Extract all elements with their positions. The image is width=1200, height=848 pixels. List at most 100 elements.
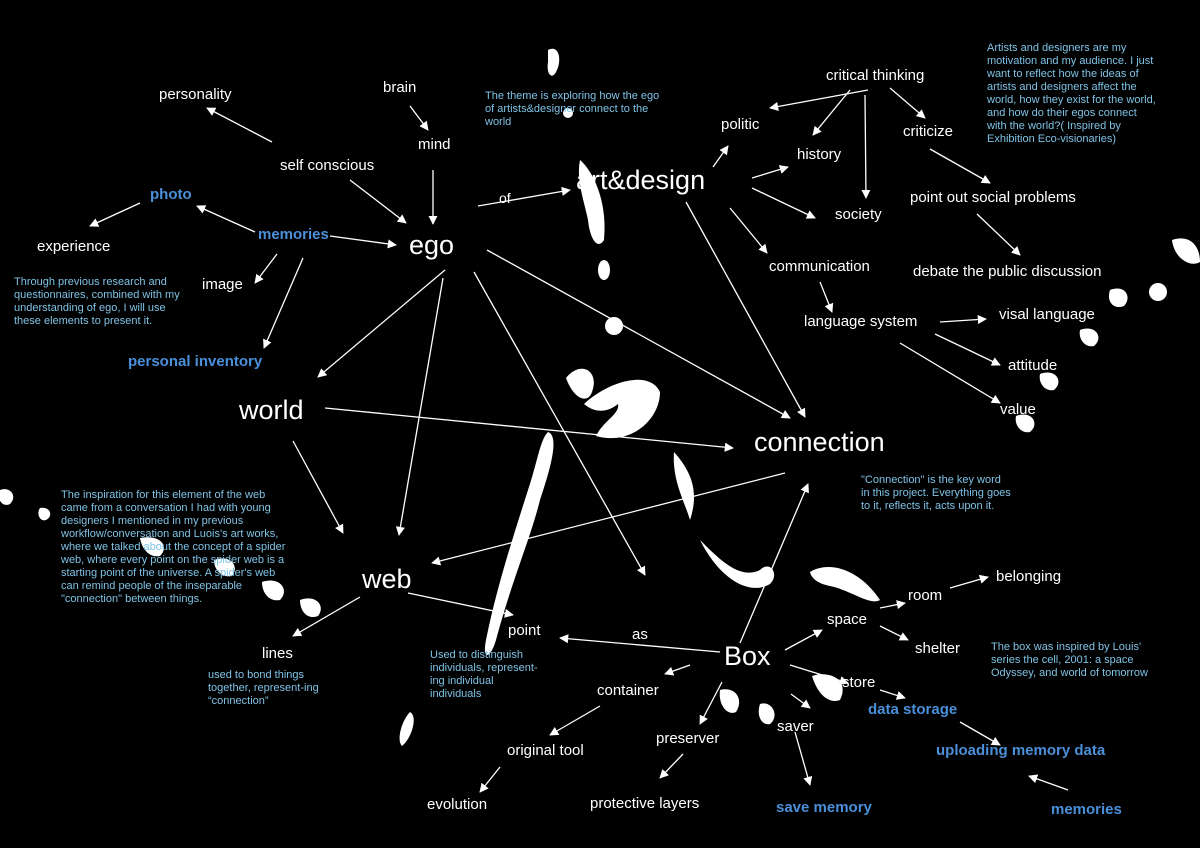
arrow: [769, 89, 869, 111]
arrow: [899, 342, 1001, 404]
node-protective-layers: protective layers: [590, 795, 700, 812]
arrow: [324, 407, 734, 452]
node-container: container: [597, 682, 659, 699]
node-point: point: [508, 622, 541, 639]
arrow: [739, 483, 809, 644]
node-box: Box: [724, 641, 771, 671]
arrow: [559, 634, 721, 653]
node-politic: politic: [721, 116, 760, 133]
node-critical-thinking: critical thinking: [826, 67, 925, 84]
node-room: room: [908, 587, 943, 604]
note-box: The box was inspired by Louis' series th…: [991, 641, 1148, 679]
arrow: [486, 249, 791, 419]
node-shelter: shelter: [915, 640, 961, 657]
arrow: [751, 165, 789, 179]
arrow: [784, 629, 823, 651]
node-value: value: [1000, 401, 1036, 418]
node-space: space: [827, 611, 868, 628]
arrow: [409, 105, 429, 131]
arrow: [959, 721, 1001, 746]
arrow: [812, 89, 851, 136]
arrow: [879, 625, 909, 641]
node-visal-language: visal language: [999, 306, 1095, 323]
arrow: [206, 107, 273, 143]
node-web: web: [362, 564, 412, 594]
node-language-system: language system: [804, 313, 918, 330]
arrow: [292, 596, 361, 637]
arrow: [431, 472, 786, 566]
node-save-memory: save memory: [776, 799, 872, 816]
arrow: [263, 257, 304, 349]
node-data-storage: data storage: [868, 701, 958, 718]
node-art-design: art&design: [576, 165, 706, 195]
node-communication: communication: [769, 258, 870, 275]
node-mind: mind: [418, 136, 451, 153]
arrow: [329, 235, 397, 249]
node-ego: ego: [409, 230, 455, 260]
node-original-tool: original tool: [507, 742, 584, 759]
note-point: Used to distinguish individuals, represe…: [430, 649, 538, 700]
arrow: [819, 281, 834, 313]
node-experience: experience: [37, 238, 111, 255]
node-point-out-social-problems: point out social problems: [910, 189, 1076, 206]
arrow: [929, 148, 991, 184]
arrow: [699, 681, 723, 725]
arrow: [790, 693, 811, 709]
arrow: [254, 253, 278, 284]
arrow: [549, 705, 601, 736]
arrow: [407, 592, 514, 618]
node-debate: debate the public discussion: [913, 263, 1102, 280]
node-criticize: criticize: [903, 123, 954, 140]
arrow: [794, 731, 813, 786]
arrow: [659, 753, 684, 779]
arrow: [664, 664, 691, 676]
arrow: [751, 187, 816, 219]
arrow: [949, 574, 989, 589]
node-belonging: belonging: [996, 568, 1062, 585]
arrow: [712, 145, 729, 168]
arrow-group: [89, 87, 1069, 793]
note-theme: The theme is exploring how the ego of ar…: [485, 90, 660, 128]
arrow: [934, 333, 1001, 366]
node-society: society: [835, 206, 882, 223]
node-store: store: [842, 674, 876, 691]
label-as: as: [632, 626, 648, 643]
label-of: of: [499, 190, 511, 206]
arrow: [685, 201, 806, 418]
arrow: [89, 202, 141, 227]
note-connection: "Connection" is the key word in this pro…: [861, 474, 1011, 512]
node-memories: memories: [258, 226, 329, 243]
arrow: [939, 314, 987, 325]
node-history: history: [797, 146, 842, 163]
arrow: [473, 271, 646, 576]
arrow: [976, 213, 1021, 256]
note-web: The inspiration for this element of the …: [61, 489, 286, 605]
arrow: [879, 689, 906, 700]
arrow: [479, 766, 501, 793]
arrow: [395, 277, 444, 536]
arrow: [292, 440, 344, 534]
node-uploading-memory-data: uploading memory data: [936, 742, 1106, 759]
node-attitude: attitude: [1008, 357, 1058, 374]
arrow: [317, 269, 446, 378]
arrow: [879, 600, 906, 610]
node-connection: connection: [754, 427, 885, 457]
node-world: world: [239, 395, 304, 425]
note-artists: Artists and designers are my motivation …: [987, 42, 1156, 145]
arrow: [349, 179, 407, 224]
arrow: [789, 664, 849, 685]
node-saver: saver: [777, 718, 814, 735]
arrow: [729, 207, 768, 254]
node-lines: lines: [262, 645, 293, 662]
arrow: [196, 205, 256, 233]
node-memories-bottom: memories: [1051, 801, 1122, 818]
arrow: [477, 186, 571, 207]
node-personal-inventory: personal inventory: [128, 353, 263, 370]
arrow: [861, 94, 871, 199]
node-brain: brain: [383, 79, 417, 96]
arrow: [889, 87, 926, 119]
note-research: Through previous research and questionna…: [14, 276, 180, 327]
node-evolution: evolution: [427, 796, 488, 813]
node-image: image: [202, 276, 243, 293]
